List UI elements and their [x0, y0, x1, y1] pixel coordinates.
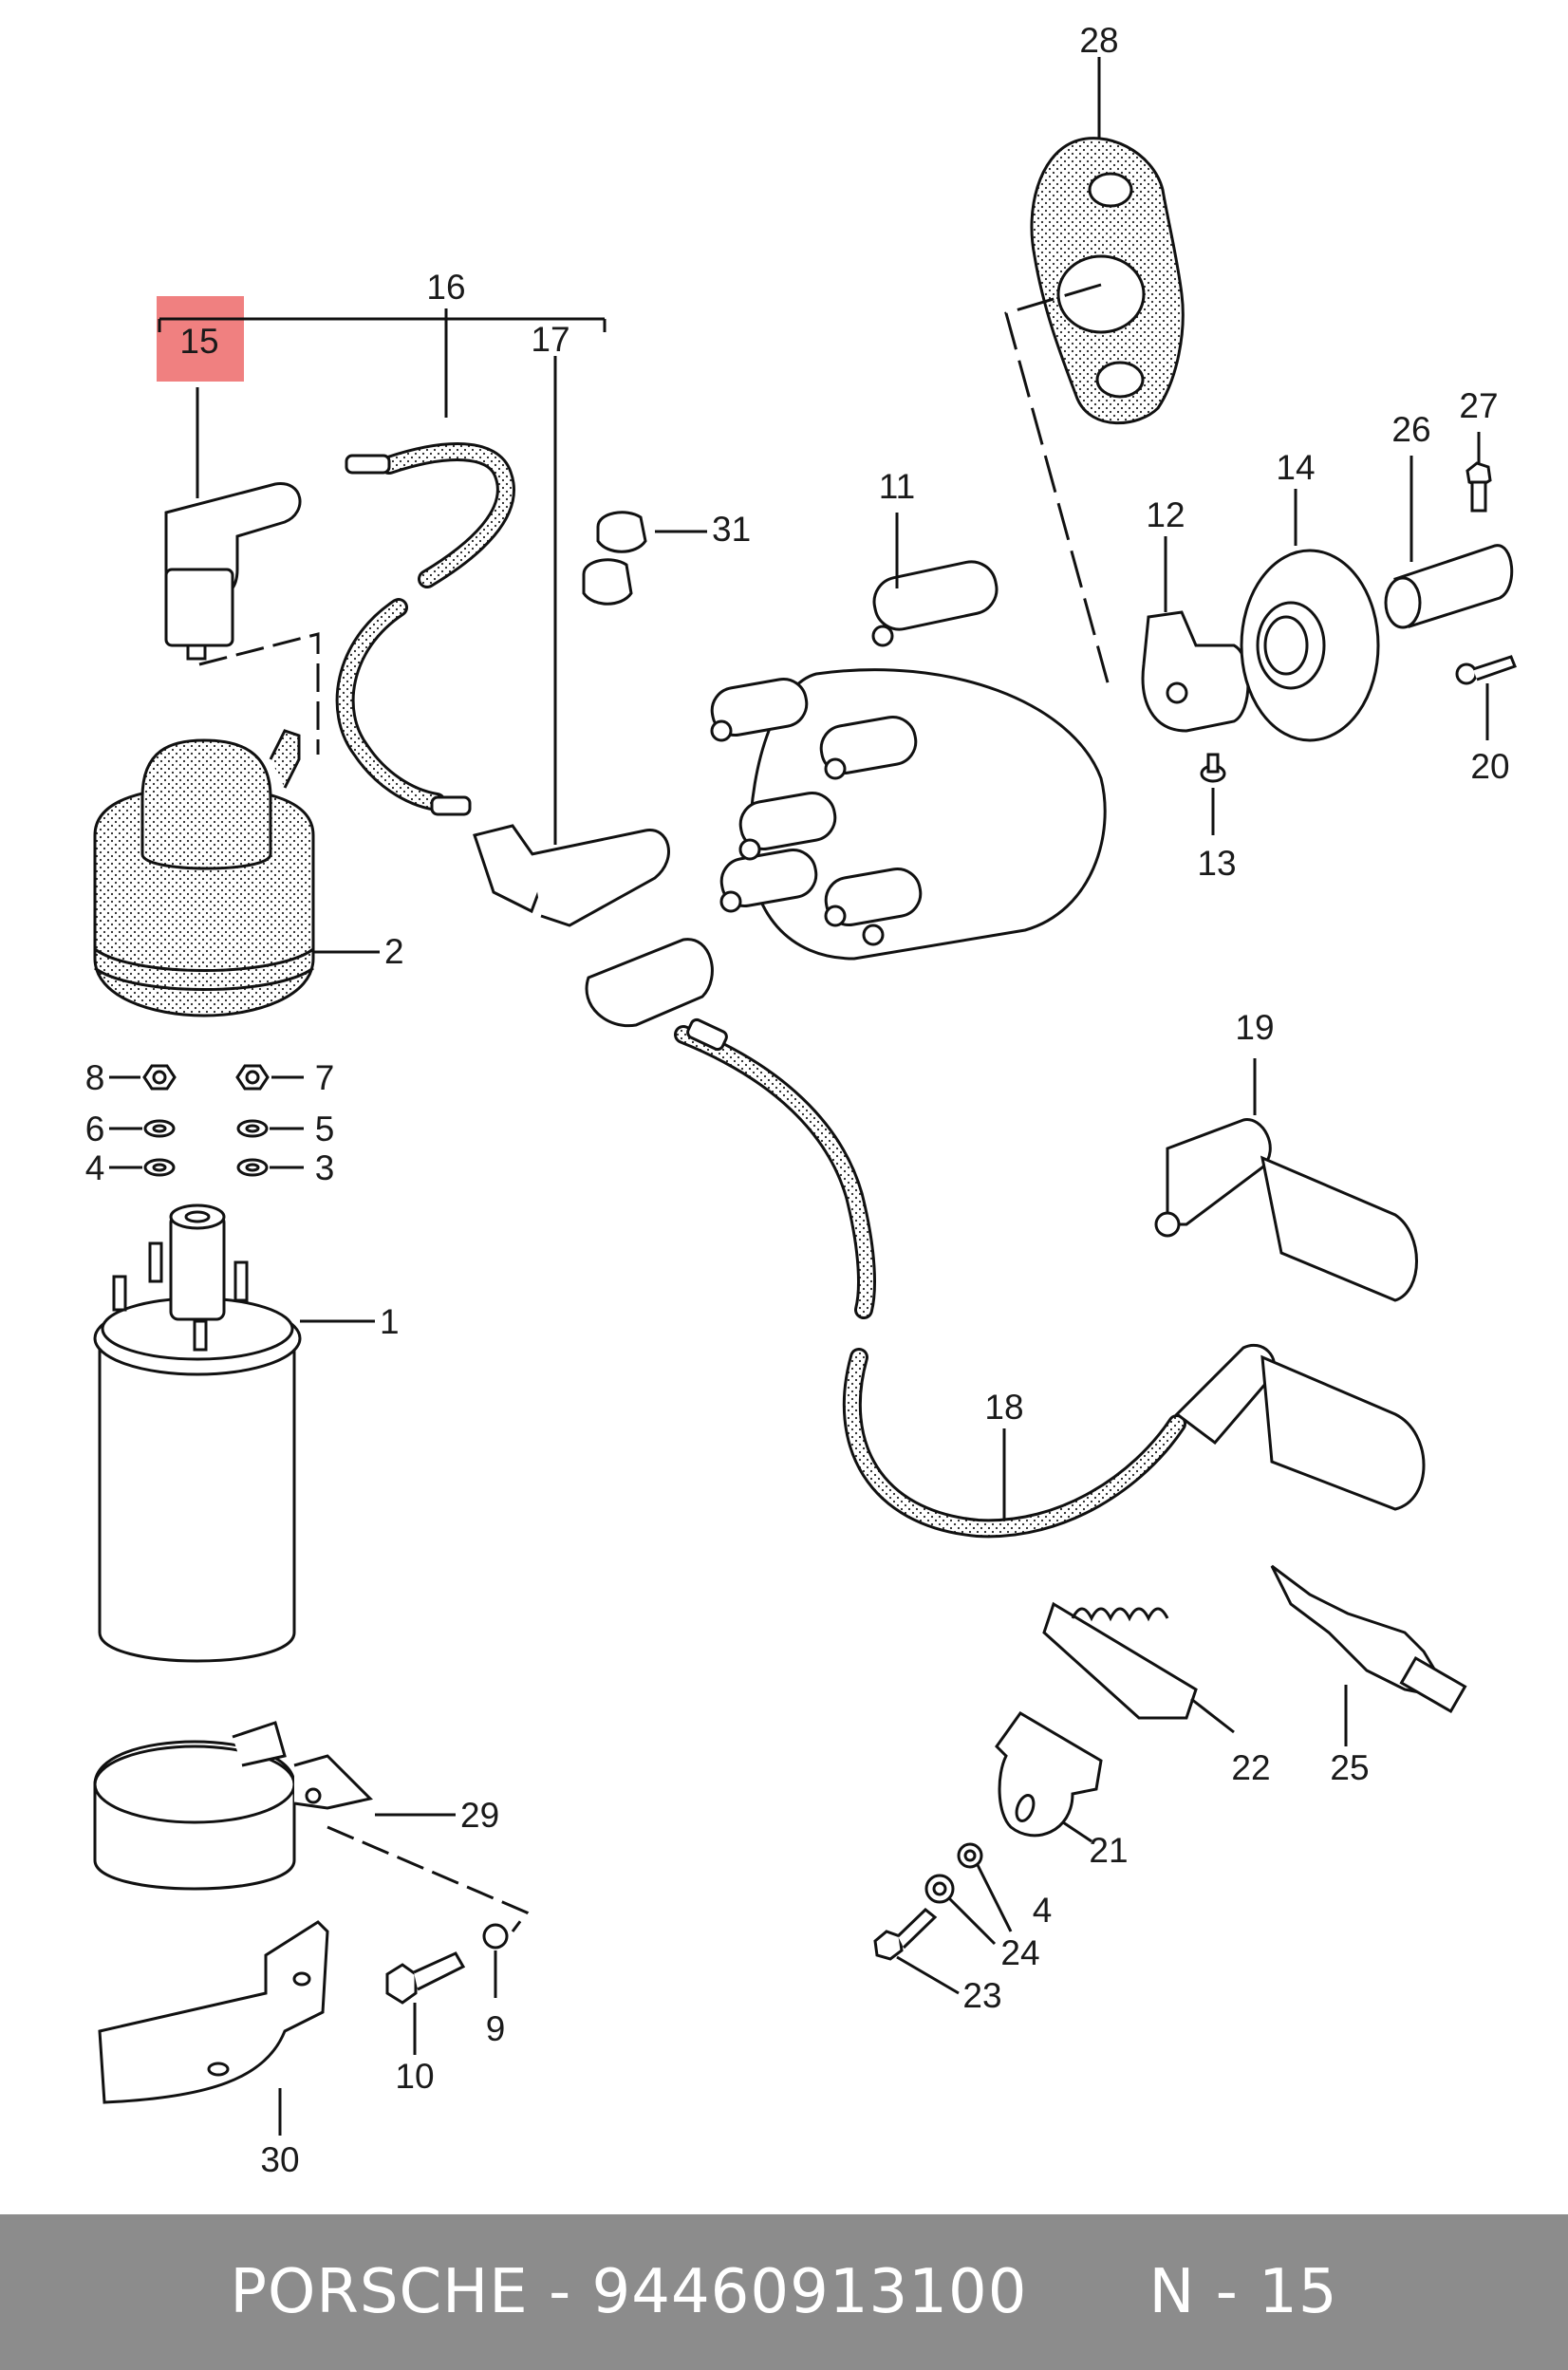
callout-2: 2: [384, 932, 404, 971]
part-18-end-connector: [1174, 1343, 1426, 1511]
part-30-bracket: [98, 1920, 329, 2136]
part-12-rotor: [1141, 536, 1250, 733]
part-16-ignition-wire: [335, 308, 515, 816]
callout-17: 17: [531, 320, 569, 359]
footer-brand: PORSCHE: [230, 2257, 529, 2327]
part-23-bolt: [873, 1908, 960, 1995]
callout-23: 23: [962, 1976, 1001, 2015]
highlight-box: [157, 296, 244, 382]
part-13-screw: [1200, 753, 1226, 835]
callout-29: 29: [460, 1796, 499, 1835]
callout-3: 3: [315, 1148, 335, 1187]
callout-8: 8: [85, 1058, 105, 1097]
part-26-sleeve: [1384, 456, 1514, 629]
part-1-ignition-coil: [93, 1204, 375, 1663]
exploded-parts-diagram: 28 16 15 17 31 11 12 14 26 27 20 13 2 8 …: [85, 21, 1517, 2179]
callout-27: 27: [1459, 386, 1498, 425]
footer-separator: -: [528, 2257, 592, 2327]
part-17-wire-connector: [473, 356, 670, 927]
part-21-bracket: [995, 1711, 1103, 1843]
part-24-washer: [957, 1842, 1013, 1932]
callout-6: 6: [85, 1110, 105, 1148]
callout-4b: 4: [1033, 1891, 1053, 1930]
callout-20: 20: [1470, 747, 1509, 786]
part-2-cover-boot: [93, 729, 380, 1017]
callout-18: 18: [984, 1388, 1023, 1427]
callout-9: 9: [486, 2009, 506, 2048]
callout-5: 5: [315, 1110, 335, 1148]
part-nuts-washers: [109, 1064, 304, 1177]
part-28-gasket: [1004, 57, 1185, 694]
callout-12: 12: [1146, 495, 1185, 534]
part-9-washer: [482, 1923, 509, 1998]
callout-28: 28: [1079, 21, 1118, 60]
part-18-ignition-wire: [585, 938, 1186, 1539]
part-27-screw: [1465, 432, 1492, 513]
part-4-washer: [924, 1874, 997, 1946]
callout-19: 19: [1235, 1008, 1274, 1047]
footer-position: N - 15: [1148, 2257, 1338, 2327]
part-11-distributor-cap: [710, 513, 1107, 961]
callout-21: 21: [1089, 1831, 1128, 1870]
part-14-dust-shield: [1240, 489, 1380, 742]
part-19-spark-plug-connector: [1154, 1058, 1418, 1302]
callout-11: 11: [879, 467, 915, 506]
part-15-plug-connector: [164, 387, 320, 755]
part-10-bolt: [385, 1951, 466, 2055]
callout-1: 1: [380, 1302, 400, 1341]
callout-31: 31: [712, 510, 751, 549]
callout-14: 14: [1276, 448, 1315, 487]
callout-4: 4: [85, 1148, 105, 1187]
part-25-spark-plug: [1270, 1564, 1467, 1746]
footer-bar: PORSCHE - 94460913100 N - 15: [0, 2214, 1568, 2370]
footer-gap: [1027, 2257, 1148, 2327]
part-22-retaining-strip: [1042, 1601, 1235, 1734]
callout-26: 26: [1391, 410, 1430, 449]
callout-24: 24: [1000, 1933, 1039, 1972]
part-29-clamp: [93, 1721, 530, 1932]
cable-set-bracket: [158, 317, 607, 332]
callout-15: 15: [179, 322, 218, 361]
callout-16: 16: [426, 268, 465, 307]
callout-10: 10: [395, 2057, 434, 2096]
footer-part-number: 94460913100: [591, 2257, 1028, 2327]
part-31-clips: [582, 511, 707, 606]
part-20-screw: [1455, 655, 1517, 740]
callout-30: 30: [260, 2140, 299, 2179]
callout-22: 22: [1231, 1748, 1270, 1787]
callout-13: 13: [1197, 844, 1236, 883]
callout-7: 7: [315, 1058, 335, 1097]
callout-25: 25: [1330, 1748, 1369, 1787]
